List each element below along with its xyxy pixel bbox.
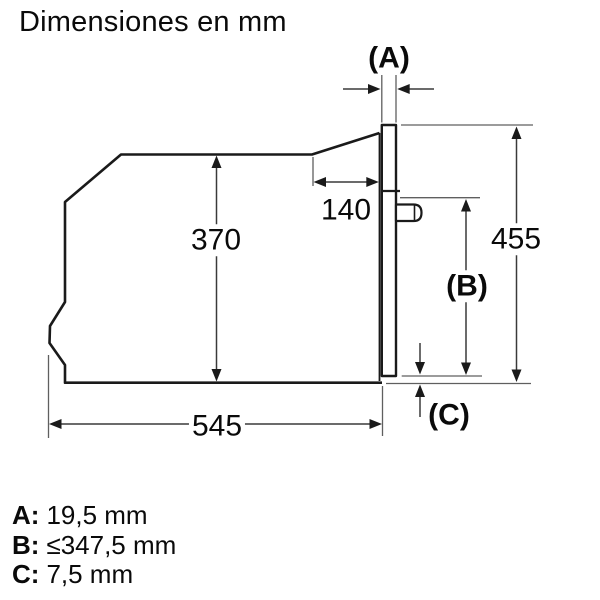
dim-a-left-arrowhead	[368, 84, 381, 94]
door-panel	[380, 123, 398, 378]
oven-body-path	[48, 131, 382, 384]
legend-row-a: A:19,5 mm	[12, 500, 176, 531]
dim-c-up-arrowhead	[415, 384, 425, 397]
oven-body-outline	[48, 131, 382, 384]
door-handle	[394, 203, 423, 223]
dim-a	[343, 84, 434, 94]
dim-140	[313, 177, 379, 187]
dim-b-up-arrowhead	[461, 199, 471, 212]
dim-370	[211, 155, 222, 382]
dim-140-right-arrowhead	[366, 177, 379, 187]
dim-label-455: 455	[487, 223, 545, 255]
dim-label-545: 545	[188, 410, 246, 442]
legend-row-c: C:7,5 mm	[12, 559, 176, 590]
legend-key-b: B:	[12, 529, 40, 560]
legend-value-b: ≤347,5 mm	[46, 529, 177, 560]
dim-370-up-arrowhead	[211, 155, 222, 168]
legend-value-c: 7,5 mm	[46, 559, 134, 589]
dimension-legend: A:19,5 mm B:≤347,5 mm C:7,5 mm	[12, 500, 177, 590]
dim-b-down-arrowhead	[461, 362, 471, 375]
extension-lines	[47, 75, 533, 438]
dim-455-down-arrowhead	[511, 369, 522, 382]
legend-key-c: C:	[12, 559, 40, 589]
dim-label-140: 140	[317, 194, 375, 226]
dim-c	[415, 343, 425, 417]
dim-c-down-arrowhead	[415, 362, 425, 375]
legend-row-b: B:≤347,5 mm	[12, 529, 177, 561]
page-title: Dimensiones en mm	[19, 6, 287, 38]
dim-140-left-arrowhead	[313, 177, 326, 187]
dim-label-370: 370	[187, 224, 245, 256]
legend-key-a: A:	[12, 500, 40, 530]
dim-label-a: (A)	[365, 42, 413, 74]
oven-door	[380, 123, 423, 378]
dim-455-up-arrowhead	[511, 126, 522, 139]
dim-label-c: (C)	[425, 399, 473, 431]
dim-545-left-arrowhead	[49, 419, 62, 429]
dim-545-right-arrowhead	[369, 419, 382, 429]
dim-a-right-arrowhead	[397, 84, 410, 94]
dim-370-down-arrowhead	[211, 369, 222, 382]
dim-label-b: (B)	[443, 270, 491, 302]
legend-value-a: 19,5 mm	[46, 500, 148, 530]
